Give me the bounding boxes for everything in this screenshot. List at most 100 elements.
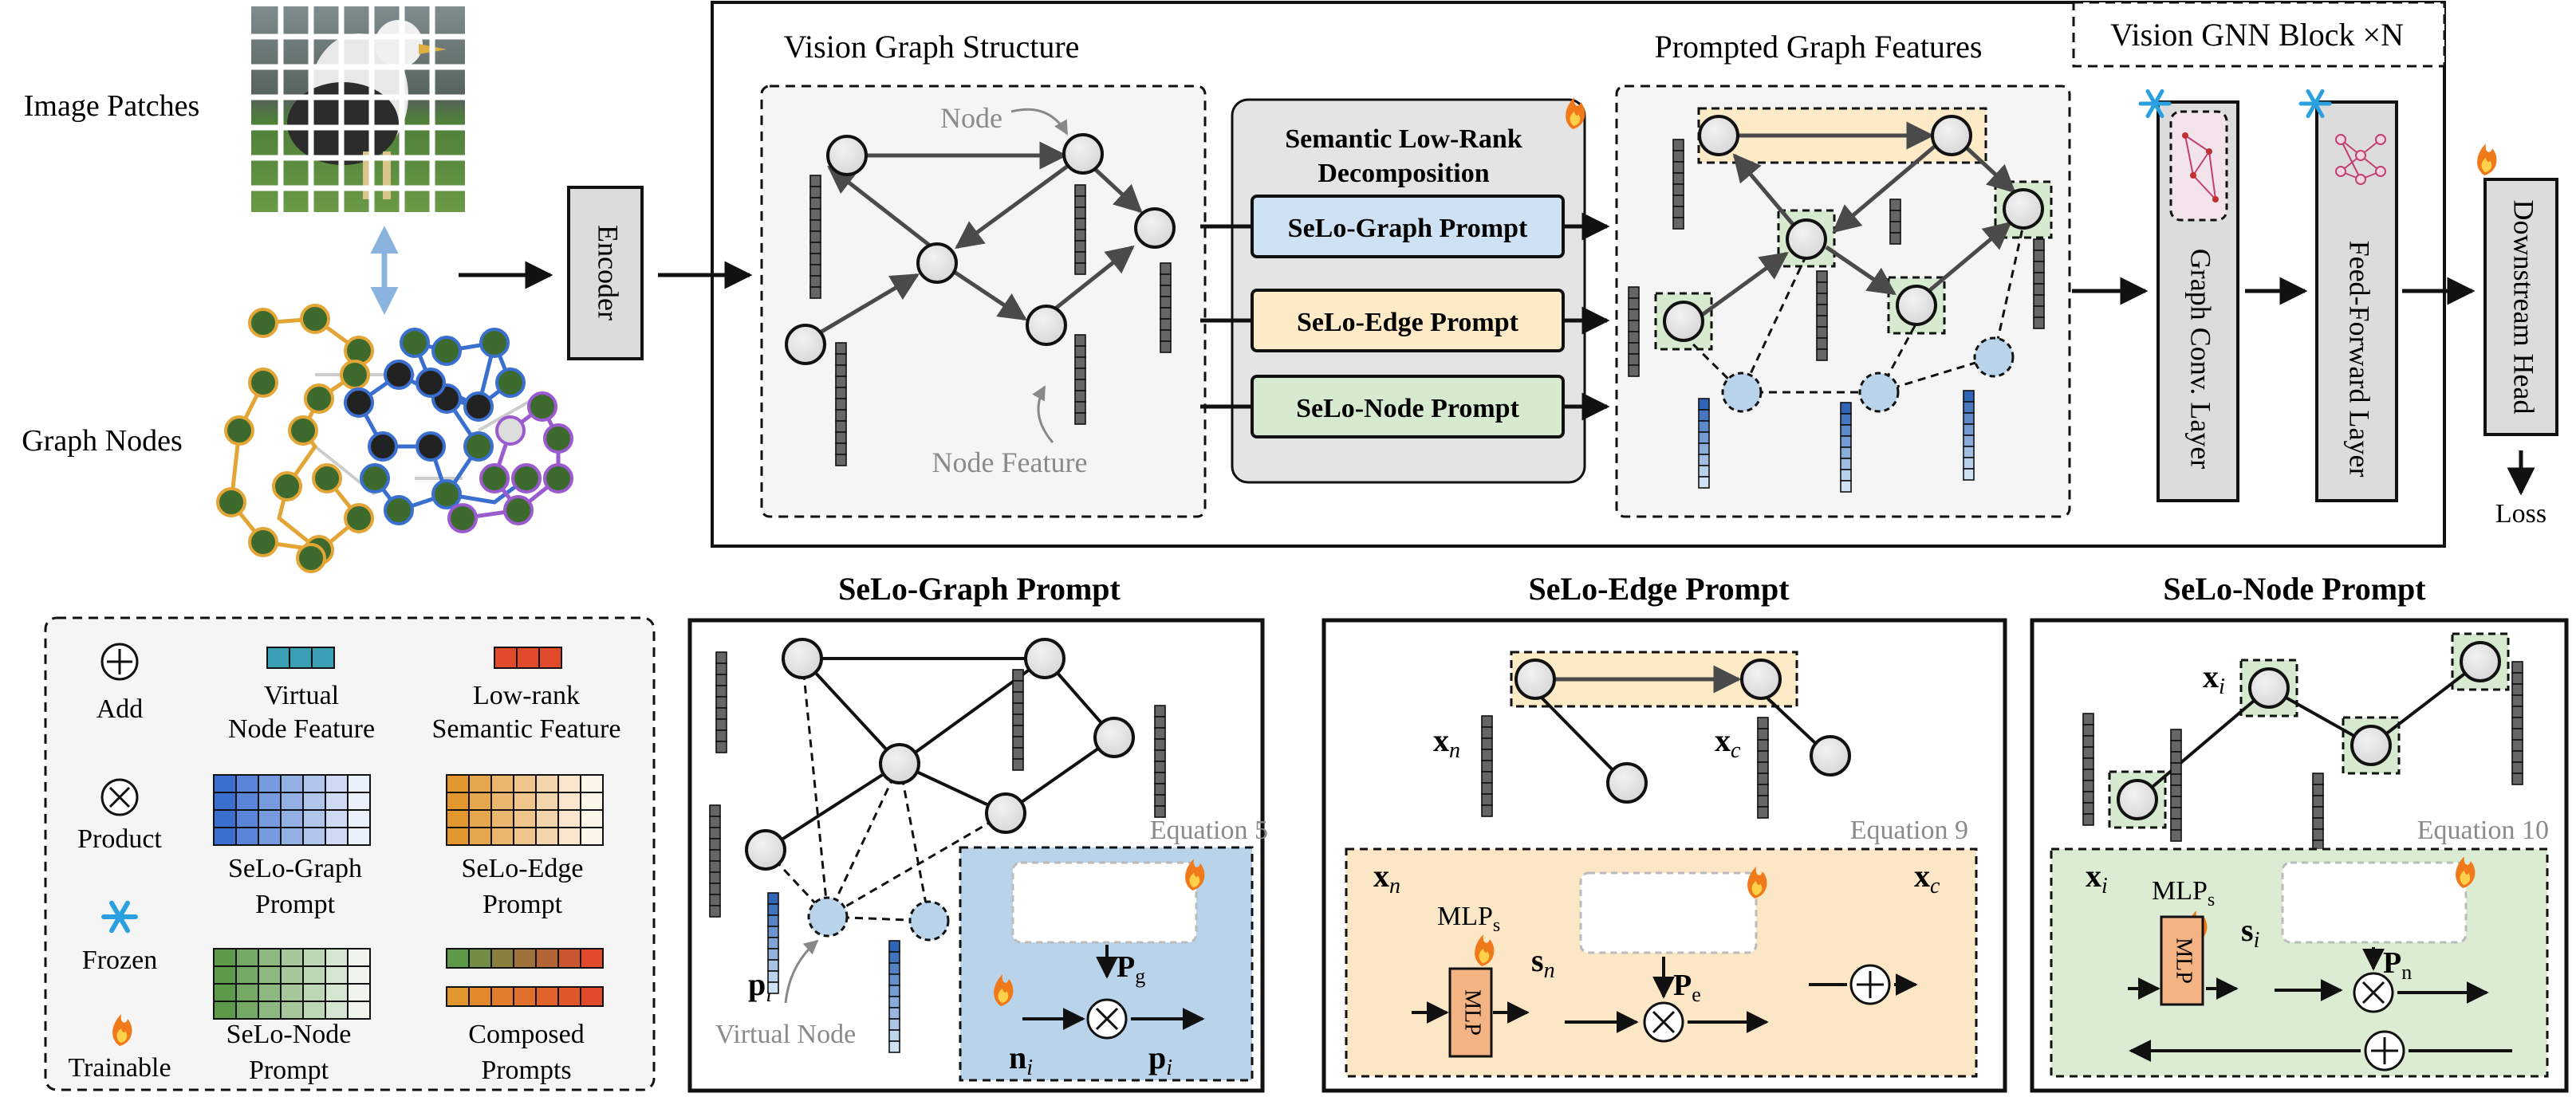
cell [2082,780,2094,792]
cell [1074,356,1086,369]
legend-trainable: Trainable [68,1053,171,1083]
encoder-block: Encoder [567,186,644,360]
cell [213,774,237,793]
cell [1840,458,1852,470]
cell [888,1040,900,1053]
cell [2312,784,2324,796]
cell [715,685,727,698]
legend-composed-line2: Prompts [481,1056,571,1085]
sld-title-line1: Semantic Low-Rank [1285,124,1522,154]
cell [280,983,304,1002]
cell [1481,782,1493,795]
cell [835,387,847,399]
cell [1154,783,1166,796]
cell [709,804,721,817]
cell [213,965,237,985]
cell [302,827,326,846]
cell [535,792,559,811]
cell [1160,262,1172,275]
cell [258,965,282,985]
cell [2033,317,2045,329]
cell [513,986,537,1007]
cell [709,871,721,884]
cell [1698,465,1710,478]
x-i-label: xi [2203,659,2225,699]
cell [1757,717,1769,729]
cell [446,792,470,811]
graph-conv-layer-label: Graph Conv. Layer [2185,249,2217,470]
cell [2170,751,2182,764]
cell [557,774,581,793]
cell [2511,739,2523,752]
mlp-label: MLP [2172,938,2196,984]
node-panel-graph: xi [2108,632,2510,829]
cell [468,827,492,846]
cell [2082,802,2094,815]
cell [1481,760,1493,773]
downstream-head-label: Downstream Head [2508,200,2540,415]
cell [580,792,604,811]
graph-conv-icon [2169,110,2228,222]
cell [535,986,559,1007]
cell [2170,729,2182,741]
cell [325,983,349,1002]
cell [2082,713,2094,725]
cell [1889,199,1901,211]
cell [835,353,847,366]
cell [2511,683,2523,696]
cell [1012,680,1024,693]
cell [325,792,349,811]
cell [1840,469,1852,482]
cell [1074,379,1086,391]
x-c-label: xc [1715,722,1741,763]
cell [888,1018,900,1031]
cell [302,965,326,985]
cell [2170,762,2182,775]
vision-graph-structure-box [760,85,1207,518]
downstream-head-block: Downstream Head [2483,178,2558,436]
cell [213,792,237,811]
cell [280,792,304,811]
cell [1074,251,1086,264]
cell [302,983,326,1002]
cell [325,1001,349,1020]
cell [888,996,900,1009]
cell [213,983,237,1002]
cell [835,398,847,411]
equation-9-label: Equation 9 [1850,816,1968,845]
feed-forward-layer-block: Feed-Forward Layer [2315,100,2398,502]
cell [2033,238,2045,251]
cell [580,986,604,1007]
x-c-eq-label: xc [1914,858,1940,898]
cell [1074,401,1086,414]
cell [715,741,727,753]
selo-edge-prompt-label: SeLo-Edge Prompt [1297,308,1519,337]
graph-conv-layer-block: Graph Conv. Layer [2157,100,2239,502]
graph-panel-title: SeLo-Graph Prompt [838,571,1121,607]
fire-icon [994,974,1014,1006]
vision-gnn-block-label-box [2072,1,2446,68]
snowflake-icon [2298,88,2332,119]
cell [888,973,900,986]
cell [1698,454,1710,466]
cell [1889,221,1901,234]
cell [1628,353,1640,366]
graph-prompt-matrix-frame [1011,861,1198,944]
cell [709,838,721,851]
cell [213,827,237,846]
encoder-label: Encoder [593,225,624,320]
legend-frozen: Frozen [82,946,157,975]
cell [1698,420,1710,433]
cell [325,827,349,846]
legend-graph-prompt-line2: Prompt [255,890,336,919]
selo-graph-prompt-label: SeLo-Graph Prompt [1288,214,1528,243]
node-feature-annotation: Node Feature [932,446,1088,478]
cell [235,983,259,1002]
cell [1074,345,1086,358]
graph-nodes-illustration [216,304,573,573]
cell [1698,431,1710,444]
cell [557,809,581,828]
cell [1672,217,1684,230]
cell [1481,749,1493,761]
fire-icon [1185,859,1205,891]
